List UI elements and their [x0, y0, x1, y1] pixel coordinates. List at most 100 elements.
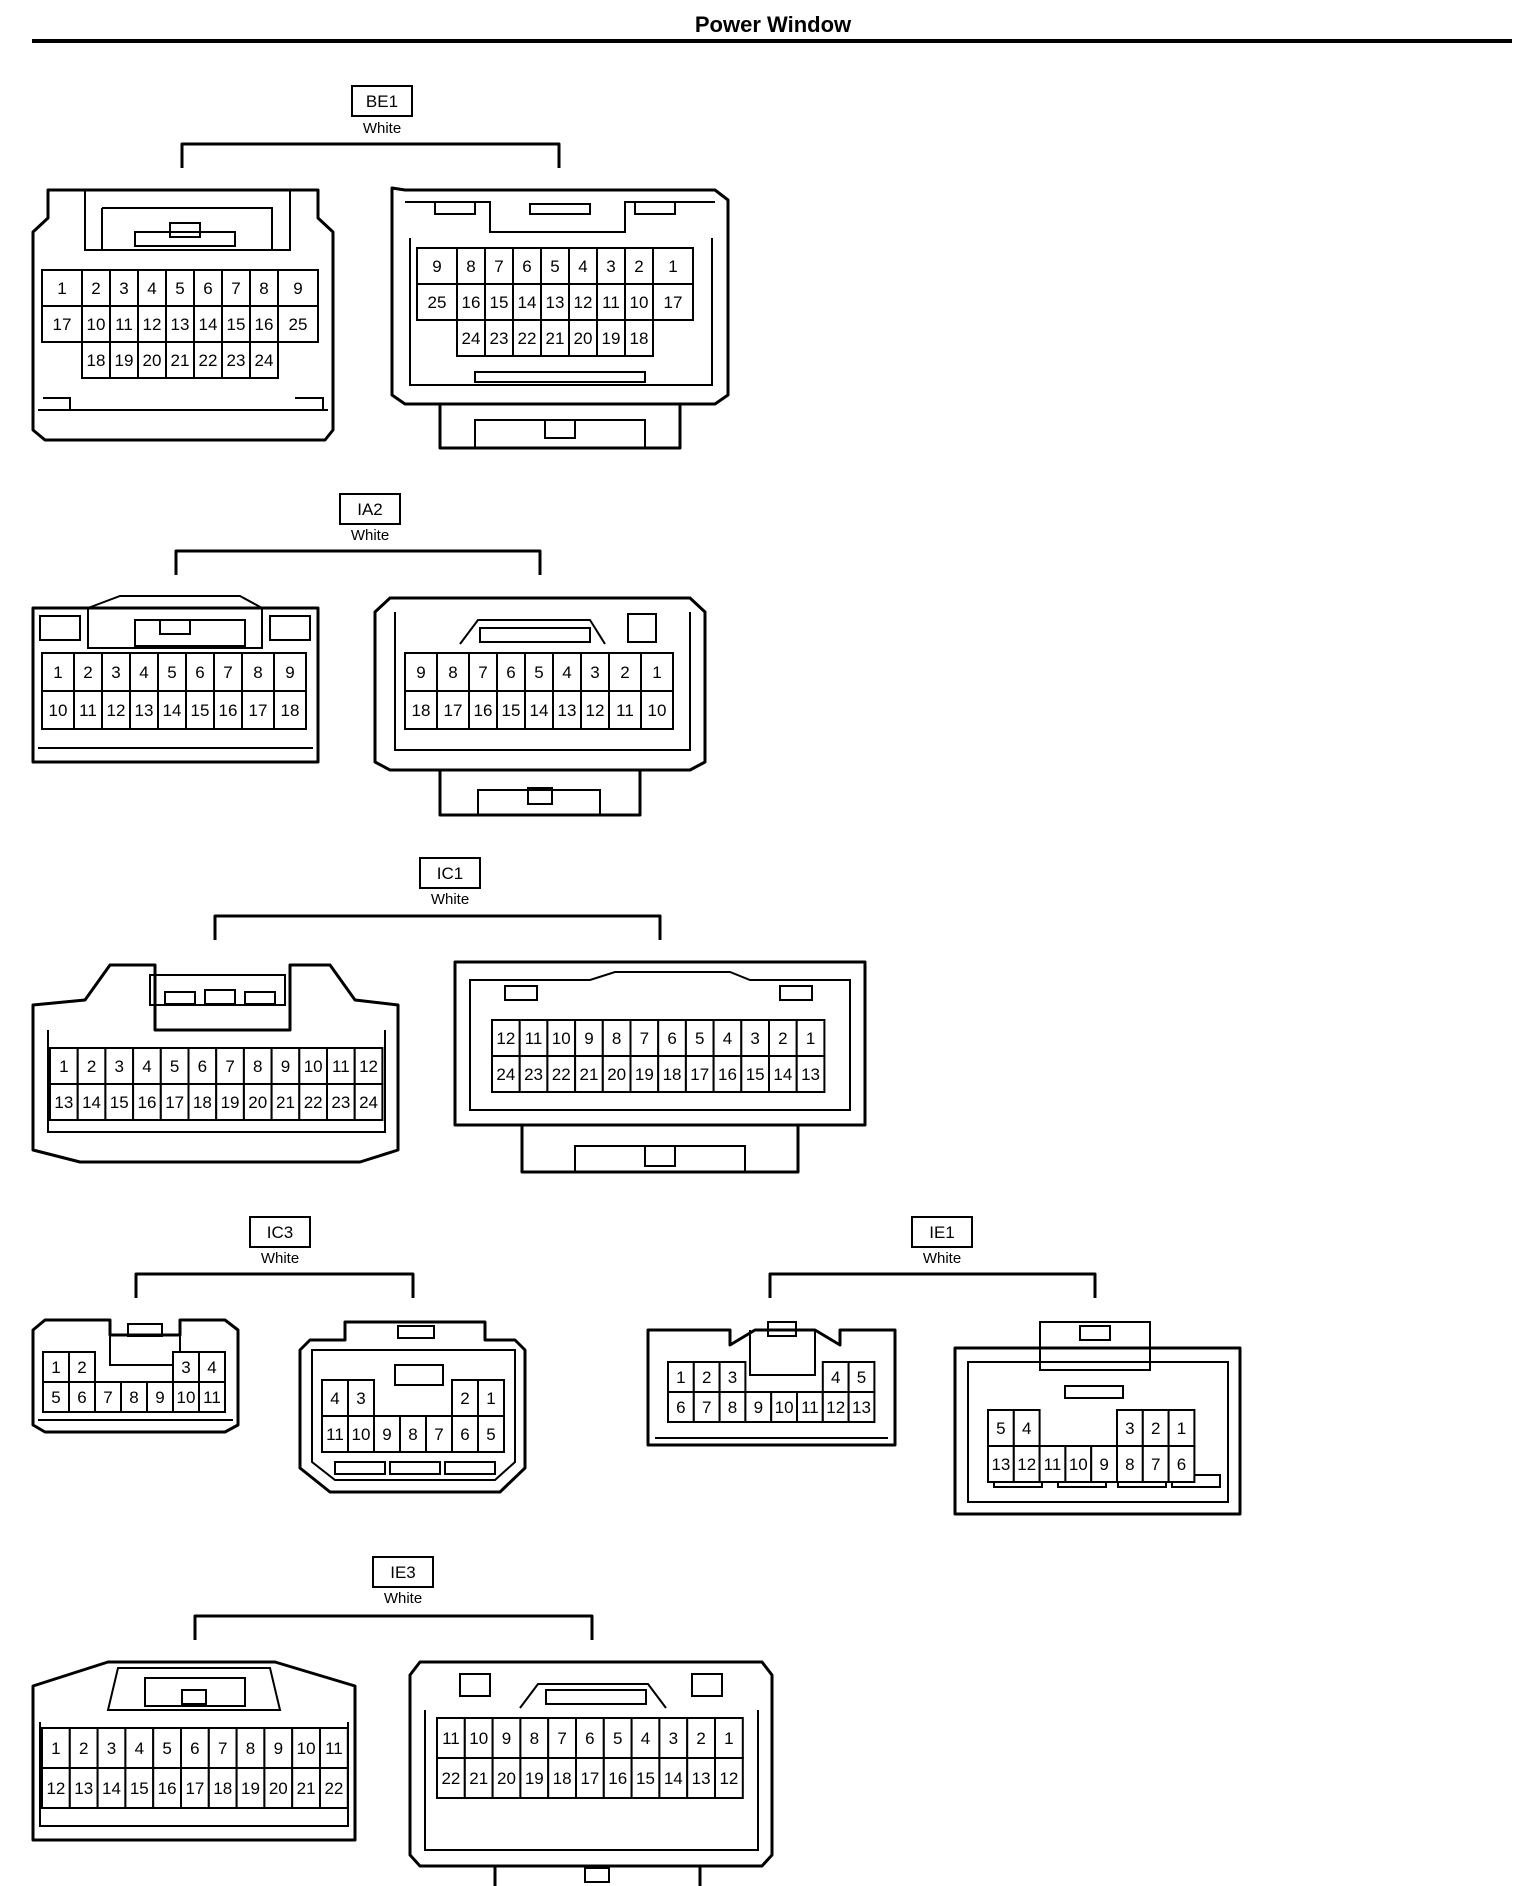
pin-number: 5	[695, 1029, 704, 1048]
pin-number: 15	[191, 701, 210, 720]
pin-number: 8	[466, 257, 475, 276]
pin-cell	[640, 690, 674, 730]
pin-cell	[477, 1415, 505, 1453]
pin-cell	[68, 1381, 96, 1413]
pin-number: 23	[227, 351, 246, 370]
pin-cell	[714, 1717, 744, 1759]
pin-cell	[463, 1757, 494, 1799]
pin-number: 22	[199, 351, 218, 370]
pin-cell	[596, 319, 626, 357]
connector-id: IE1	[929, 1223, 955, 1242]
pin-number: 9	[584, 1029, 593, 1048]
pin-number: 20	[574, 329, 593, 348]
pin-number: 1	[652, 663, 661, 682]
pin-number: 17	[690, 1065, 709, 1084]
pin-number: 16	[158, 1779, 177, 1798]
pin-number: 6	[585, 1729, 594, 1748]
pin-number: 11	[616, 701, 634, 720]
pin-number: 3	[181, 1358, 190, 1377]
pin-cell	[436, 1757, 466, 1799]
pin-cell	[519, 1717, 550, 1759]
pin-cell	[524, 690, 554, 730]
pin-number: 10	[304, 1057, 323, 1076]
pin-cell	[76, 1083, 107, 1121]
pin-number: 2	[77, 1358, 86, 1377]
pin-cell	[41, 269, 83, 307]
pin-number: 9	[502, 1729, 511, 1748]
connector-ie3: IE3 White	[31, 1556, 774, 1886]
pin-cell	[94, 1381, 122, 1413]
pin-cell	[416, 247, 458, 285]
pin-number: 7	[223, 663, 232, 682]
pin-cell	[795, 1019, 826, 1057]
pin-cell	[568, 283, 598, 321]
pin-number: 14	[664, 1769, 683, 1788]
pin-number: 1	[668, 257, 677, 276]
pin-number: 25	[289, 315, 308, 334]
pin-cell	[159, 1083, 190, 1121]
pin-cell	[456, 319, 486, 357]
pin-number: 16	[137, 1093, 156, 1112]
pin-number: 8	[246, 1739, 255, 1758]
pin-cell	[213, 690, 243, 730]
pin-cell	[436, 1717, 466, 1759]
pin-cell	[120, 1381, 148, 1413]
pin-cell	[165, 305, 195, 343]
pin-cell	[41, 305, 83, 343]
pin-number: 24	[255, 351, 274, 370]
connector-color: White	[923, 1250, 961, 1267]
connector-id: BE1	[366, 92, 398, 111]
pin-number: 5	[550, 257, 559, 276]
pin-cell	[491, 1757, 522, 1799]
pin-cell	[198, 1381, 226, 1413]
pin-number: 18	[193, 1093, 212, 1112]
pin-cell	[353, 1047, 384, 1085]
pin-cell	[41, 690, 75, 730]
connector-id: IE3	[390, 1563, 416, 1582]
pin-number: 22	[304, 1093, 323, 1112]
pin-cell	[1012, 1445, 1041, 1483]
pin-number: 7	[557, 1729, 566, 1748]
pin-number: 23	[490, 329, 509, 348]
pin-number: 3	[728, 1368, 737, 1387]
pin-number: 14	[102, 1779, 121, 1798]
pin-cell	[575, 1757, 605, 1799]
pin-number: 6	[506, 663, 515, 682]
pin-number: 17	[580, 1769, 599, 1788]
pin-cell	[667, 1361, 695, 1393]
connector-id: IC3	[267, 1223, 293, 1242]
pin-cell	[484, 319, 514, 357]
pin-number: 6	[460, 1425, 469, 1444]
pin-number: 1	[724, 1729, 733, 1748]
pin-cell	[847, 1391, 876, 1423]
pin-number: 5	[162, 1739, 171, 1758]
pin-cell	[129, 690, 159, 730]
pin-cell	[456, 247, 486, 285]
pin-cell	[540, 319, 570, 357]
pin-number: 3	[111, 663, 120, 682]
pin-number: 9	[155, 1388, 164, 1407]
pin-number: 19	[241, 1779, 260, 1798]
pin-cell	[277, 305, 319, 343]
pin-number: 18	[553, 1769, 572, 1788]
pin-cell	[235, 1767, 266, 1809]
pin-cell	[49, 1083, 79, 1121]
pin-number: 4	[142, 1057, 151, 1076]
pin-number: 17	[53, 315, 72, 334]
pin-cell	[137, 341, 167, 379]
pin-cell	[658, 1717, 689, 1759]
pin-cell	[1167, 1409, 1196, 1447]
pin-cell	[568, 319, 598, 357]
pin-cell	[512, 319, 542, 357]
pin-number: 7	[702, 1398, 711, 1417]
pin-number: 11	[602, 293, 620, 312]
pin-number: 12	[46, 1779, 65, 1798]
pin-cell	[193, 341, 223, 379]
pin-cell	[496, 690, 526, 730]
pin-number: 24	[462, 329, 481, 348]
pin-number: 18	[412, 701, 431, 720]
